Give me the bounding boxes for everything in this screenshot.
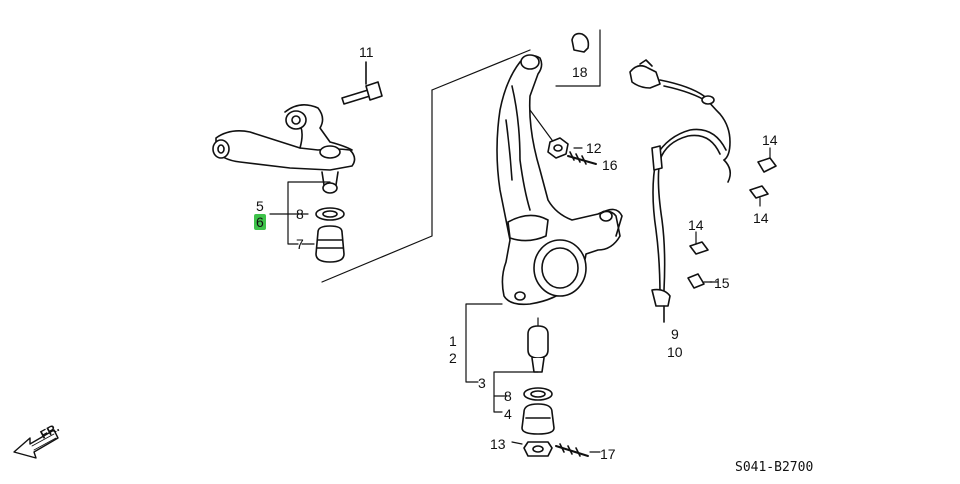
cotter-pin-17 [555, 443, 589, 457]
leader-lines [301, 147, 719, 283]
callout-6-highlighted: 6 [254, 214, 266, 230]
steering-knuckle [496, 54, 623, 306]
callout-8-lower: 8 [504, 388, 512, 404]
callout-12: 12 [586, 140, 602, 156]
bolt-14-upper [757, 147, 777, 173]
upper-boot-parts [315, 207, 345, 263]
diagram-code: S041-B2700 [735, 460, 814, 475]
nut-12 [529, 109, 569, 159]
knuckle-outline-leader [321, 49, 531, 283]
bolt-15 [687, 273, 713, 289]
callout-17: 17 [600, 446, 616, 462]
callout-14-right: 14 [753, 210, 769, 226]
callout-5: 5 [256, 198, 264, 214]
abs-sensor-assembly [629, 59, 732, 323]
callout-7: 7 [296, 236, 304, 252]
callout-2: 2 [449, 350, 457, 366]
callout-10: 10 [667, 344, 683, 360]
callout-16: 16 [602, 157, 618, 173]
callout-9: 9 [671, 326, 679, 342]
upper-control-arm [212, 104, 356, 194]
callout-1: 1 [449, 333, 457, 349]
callout-3: 3 [478, 375, 486, 391]
callout-14-middle: 14 [688, 217, 704, 233]
upper-bracket [269, 181, 331, 245]
bolt-14-middle [689, 231, 709, 255]
bolt-11 [341, 61, 383, 105]
cap-18 [555, 29, 601, 87]
callout-11: 11 [359, 44, 374, 60]
callout-18: 18 [572, 64, 588, 80]
callout-13: 13 [490, 436, 506, 452]
bolt-14-lower-right [749, 185, 769, 207]
callout-15: 15 [714, 275, 730, 291]
lower-bracket [465, 303, 601, 453]
cotter-pin-16 [567, 151, 597, 165]
front-arrow-icon [13, 429, 59, 459]
callout-8-upper: 8 [296, 206, 304, 222]
callout-4: 4 [504, 406, 512, 422]
callout-14-top: 14 [762, 132, 778, 148]
lower-ball-joint [527, 317, 549, 373]
lower-boot-parts [521, 387, 555, 457]
